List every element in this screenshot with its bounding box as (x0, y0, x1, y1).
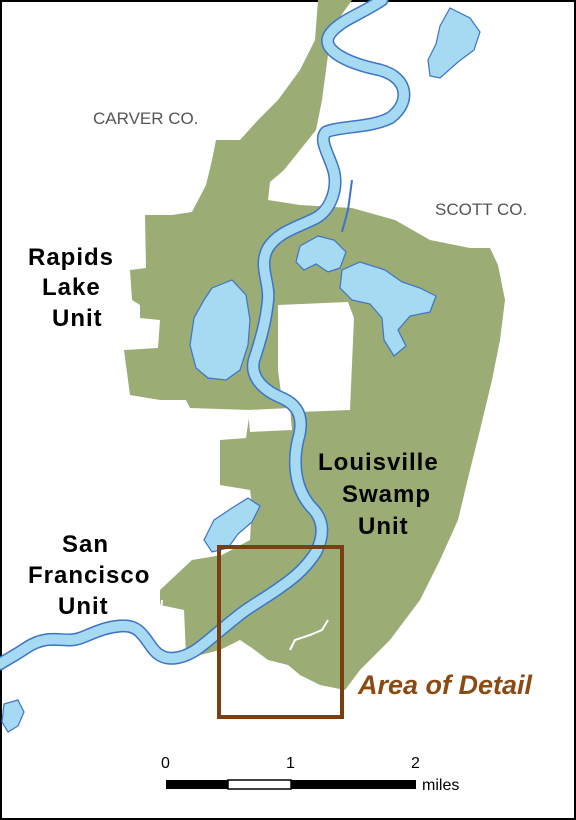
scale-tick-1: 1 (286, 755, 295, 772)
scale-unit-label: miles (422, 777, 459, 794)
private-land-enclave-2 (248, 408, 292, 432)
scott-county-label: SCOTT CO. (435, 200, 527, 219)
louisville-swamp-unit-label-line3: Unit (358, 513, 409, 540)
boundary-strip (289, 619, 329, 651)
scale-tick-0: 0 (161, 755, 170, 772)
southwest-pond (1, 699, 25, 733)
louisville-swamp-unit-label-line2: Swamp (342, 481, 431, 508)
tributary-stream (341, 179, 353, 233)
san-francisco-unit-label-line2: Francisco (28, 562, 150, 589)
rapids-lake-unit-label-line1: Rapids (28, 244, 114, 271)
san-francisco-unit-label-line3: Unit (58, 593, 109, 620)
louisville-swamp-unit-label-line1: Louisville (318, 449, 439, 476)
swamp-lake-east (339, 261, 437, 357)
minnesota-river-fill (0, 0, 409, 669)
rapids-lake (189, 279, 251, 381)
area-of-detail-label: Area of Detail (357, 670, 533, 700)
rapids-lake-unit-label-line2: Lake (42, 274, 101, 301)
swamp-lake-north (295, 235, 347, 273)
rapids-lake-unit-label-line3: Unit (52, 305, 103, 332)
san-francisco-lake (203, 497, 261, 553)
private-land-enclave (278, 302, 354, 412)
scale-segment-3 (291, 780, 416, 789)
northeast-lake (427, 7, 481, 79)
scale-tick-2: 2 (411, 755, 420, 772)
water-features (1, 7, 481, 733)
scale-segment-2 (227, 779, 292, 790)
scale-segment-1 (166, 780, 228, 789)
san-francisco-unit-label-line1: San (62, 531, 109, 558)
carver-county-label: CARVER CO. (93, 109, 199, 128)
area-of-detail-box (217, 545, 344, 719)
scale-bar: 0 1 2 miles (161, 755, 459, 794)
